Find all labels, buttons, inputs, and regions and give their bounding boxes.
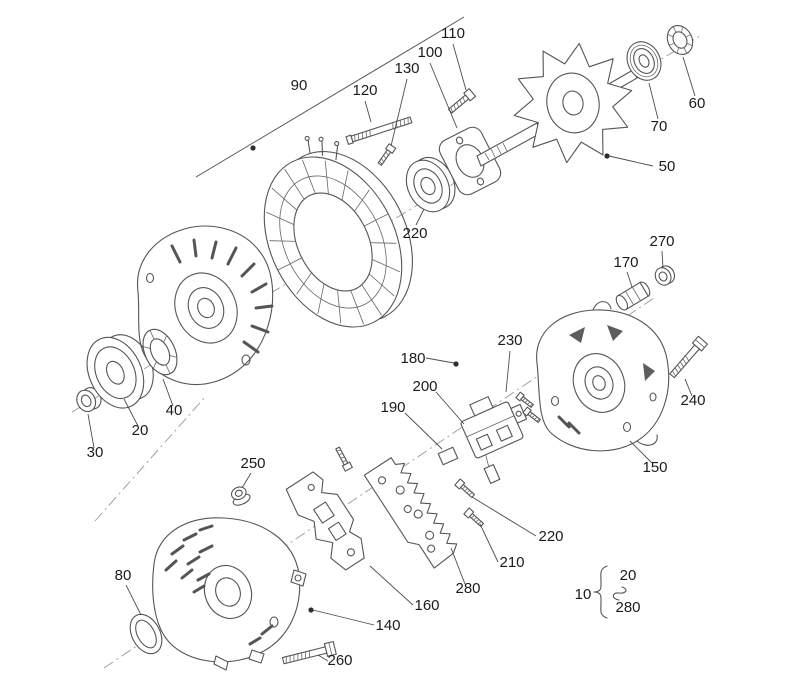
part-screw-110 bbox=[447, 88, 477, 114]
callout-280: 280 bbox=[450, 547, 481, 597]
callout-160: 160 bbox=[369, 565, 440, 614]
serial-note-range-start: 20 bbox=[620, 567, 637, 584]
svg-text:220: 220 bbox=[402, 225, 427, 242]
callout-60: 60 bbox=[682, 56, 706, 112]
callout-220-bearing: 220 bbox=[402, 208, 428, 242]
svg-text:30: 30 bbox=[87, 444, 104, 461]
part-pivot-bushing bbox=[615, 281, 651, 311]
serial-note-item: 10 bbox=[575, 586, 592, 603]
callout-30: 30 bbox=[87, 413, 104, 461]
svg-text:120: 120 bbox=[352, 82, 377, 99]
svg-text:230: 230 bbox=[497, 332, 522, 349]
svg-text:220: 220 bbox=[538, 528, 563, 545]
svg-text:140: 140 bbox=[375, 617, 400, 634]
serial-note-range-end: 280 bbox=[615, 599, 640, 616]
svg-text:80: 80 bbox=[115, 567, 132, 584]
callout-240: 240 bbox=[680, 378, 706, 409]
callout-80: 80 bbox=[115, 567, 142, 616]
callout-120: 120 bbox=[352, 82, 378, 123]
part-flange-nut bbox=[230, 486, 251, 506]
callout-140: 140 bbox=[308, 607, 401, 634]
part-fan-spacer bbox=[142, 328, 178, 376]
serial-range-note: 10 20 280 bbox=[575, 565, 641, 619]
callout-70: 70 bbox=[648, 82, 668, 135]
part-mounting-bolt bbox=[669, 335, 708, 379]
svg-text:170: 170 bbox=[613, 254, 638, 271]
svg-text:20: 20 bbox=[132, 422, 149, 439]
part-screw-210 bbox=[463, 507, 485, 528]
callout-190: 190 bbox=[380, 399, 443, 450]
callout-180: 180 bbox=[400, 350, 459, 367]
svg-text:60: 60 bbox=[689, 95, 706, 112]
part-rectifier bbox=[363, 457, 458, 569]
part-screw-230b bbox=[522, 406, 541, 423]
svg-text:90: 90 bbox=[291, 77, 308, 94]
part-screw-130 bbox=[377, 143, 397, 166]
callout-110: 110 bbox=[441, 25, 467, 91]
callout-150: 150 bbox=[629, 440, 668, 476]
part-nut-270 bbox=[654, 265, 676, 286]
callout-200: 200 bbox=[412, 378, 465, 425]
part-through-bolt bbox=[281, 640, 337, 665]
svg-text:240: 240 bbox=[680, 392, 705, 409]
callout-20: 20 bbox=[123, 398, 149, 439]
svg-text:70: 70 bbox=[651, 118, 668, 135]
svg-text:40: 40 bbox=[166, 402, 183, 419]
callout-270: 270 bbox=[649, 233, 675, 269]
callout-250: 250 bbox=[240, 455, 266, 489]
part-screw-bracket bbox=[335, 446, 353, 472]
part-brush-bracket bbox=[285, 471, 365, 571]
part-gasket bbox=[129, 613, 163, 655]
callout-230: 230 bbox=[497, 332, 523, 393]
svg-text:150: 150 bbox=[642, 459, 667, 476]
callout-50: 50 bbox=[604, 153, 675, 175]
brace-icon bbox=[593, 565, 608, 619]
callout-210: 210 bbox=[479, 523, 525, 571]
serial-break-squiggle-icon bbox=[612, 586, 627, 601]
svg-text:100: 100 bbox=[417, 44, 442, 61]
svg-text:110: 110 bbox=[441, 25, 465, 42]
svg-text:130: 130 bbox=[394, 60, 419, 77]
callout-220-screw: 220 bbox=[471, 496, 564, 545]
callout-260: 260 bbox=[317, 652, 353, 669]
part-stator bbox=[263, 135, 413, 328]
part-rotor bbox=[476, 42, 638, 167]
svg-text:260: 260 bbox=[327, 652, 352, 669]
svg-text:200: 200 bbox=[412, 378, 437, 395]
callout-170: 170 bbox=[613, 254, 639, 288]
svg-text:180: 180 bbox=[400, 350, 425, 367]
part-rear-bearing bbox=[626, 41, 662, 81]
part-rear-cover bbox=[152, 517, 307, 671]
svg-text:280: 280 bbox=[455, 580, 480, 597]
part-regulator-foot bbox=[437, 446, 459, 466]
svg-text:50: 50 bbox=[659, 158, 676, 175]
callout-130: 130 bbox=[390, 60, 420, 147]
part-pulley bbox=[86, 334, 154, 409]
callout-90: 90 bbox=[195, 16, 465, 178]
part-seal-ring bbox=[666, 25, 694, 55]
svg-text:190: 190 bbox=[380, 399, 405, 416]
part-brush bbox=[483, 454, 501, 484]
part-stud-bolt bbox=[345, 116, 413, 145]
svg-text:270: 270 bbox=[649, 233, 674, 250]
part-screw-230a bbox=[515, 391, 534, 408]
part-brush-holder bbox=[460, 396, 528, 459]
svg-text:250: 250 bbox=[240, 455, 265, 472]
svg-text:160: 160 bbox=[414, 597, 439, 614]
callout-40: 40 bbox=[162, 378, 183, 419]
callout-100: 100 bbox=[417, 44, 458, 129]
part-rear-housing bbox=[536, 301, 670, 452]
part-screw-220 bbox=[454, 478, 476, 499]
part-front-bearing bbox=[405, 157, 456, 213]
svg-text:210: 210 bbox=[499, 554, 524, 571]
callouts: 90 120 130 100 110 60 70 50 bbox=[87, 16, 706, 669]
